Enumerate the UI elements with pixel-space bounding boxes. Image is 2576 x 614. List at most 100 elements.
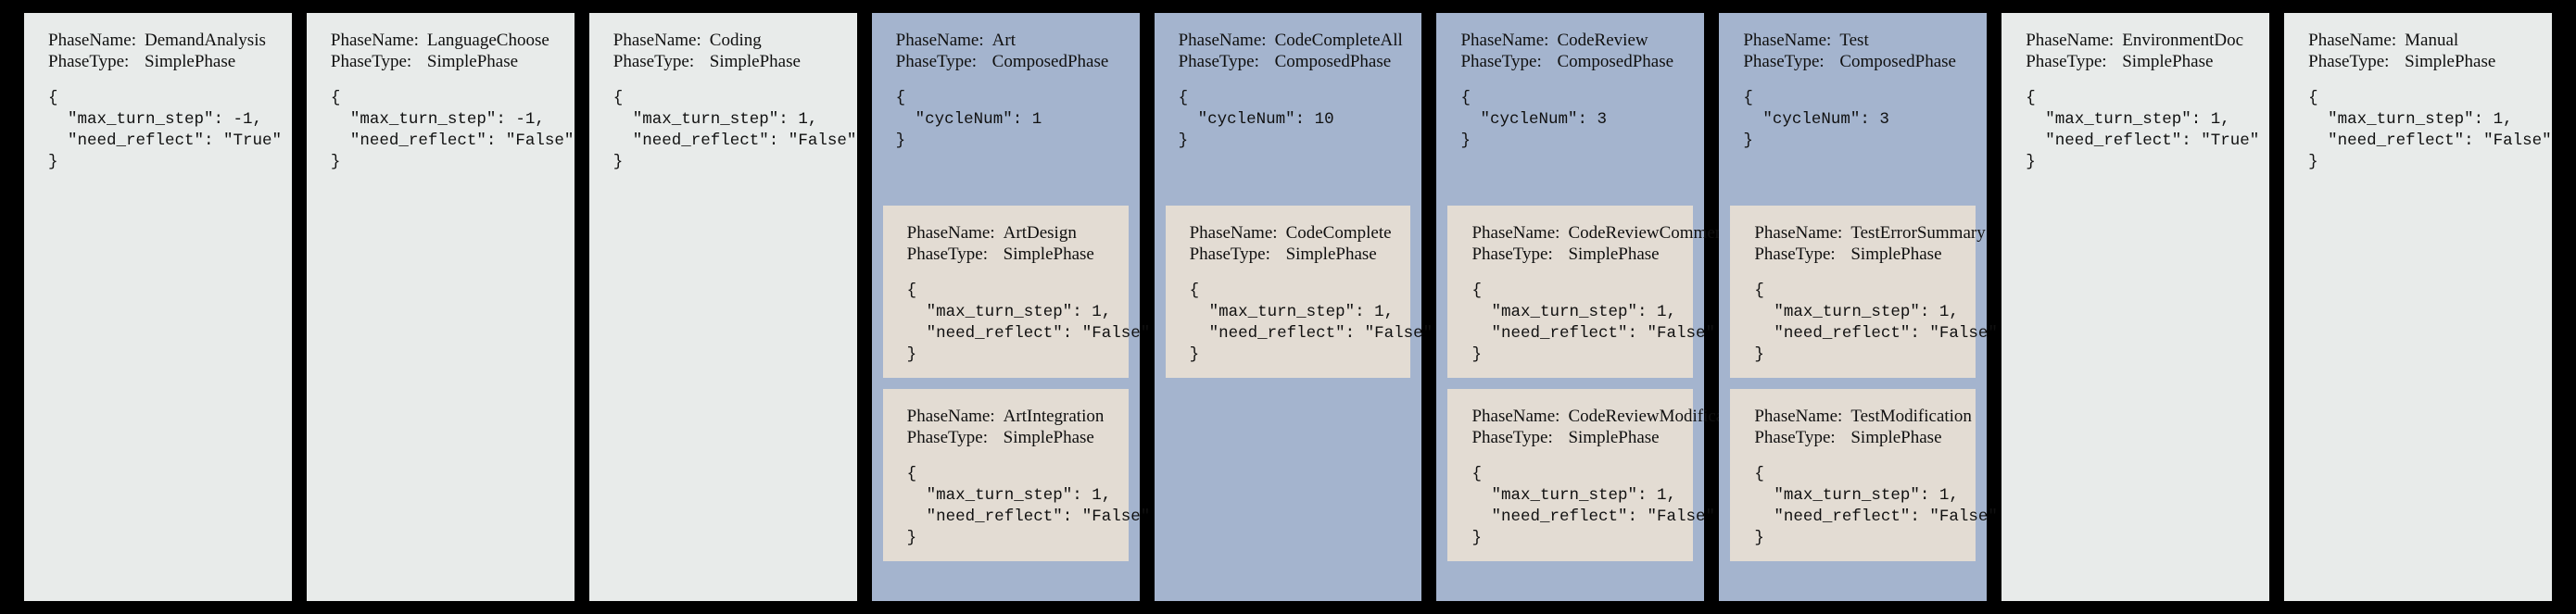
phase-type-value: ComposedPhase	[1839, 52, 1956, 71]
phase-type-label: PhaseType:	[612, 52, 695, 71]
phase-type-value: SimplePhase	[709, 52, 801, 71]
phase-type-row: PhaseType:ComposedPhase	[1179, 51, 1422, 72]
phase-config-json: { "cycleNum": 1 }	[895, 89, 1042, 150]
phase-name-row: PhaseName:TestModification	[1754, 406, 1976, 427]
phase-name-row: PhaseName:Manual	[2308, 30, 2552, 51]
phase-config-json: { "max_turn_step": 1, "need_reflect": "F…	[1754, 282, 1998, 364]
phase-name-label: PhaseName:	[1743, 31, 1832, 50]
phase-name-label: PhaseName:	[1178, 31, 1267, 50]
phase-type-value: SimplePhase	[145, 52, 236, 71]
column-filler	[307, 194, 575, 601]
sub-phase-separator	[872, 378, 1140, 389]
sub-phase-separator	[1436, 194, 1704, 206]
phase-type-label: PhaseType:	[1471, 428, 1553, 447]
phase-type-label: PhaseType:	[330, 52, 412, 71]
phase-name-label: PhaseName:	[1460, 31, 1549, 50]
column-filler	[872, 561, 1140, 601]
phase-type-value: SimplePhase	[2122, 52, 2214, 71]
phase-type-row: PhaseType:SimplePhase	[2308, 51, 2552, 72]
phase-type-row: PhaseType:SimplePhase	[907, 427, 1129, 448]
phase-type-label: PhaseType:	[2026, 52, 2107, 71]
phase-type-label: PhaseType:	[906, 428, 988, 447]
phase-type-row: PhaseType:SimplePhase	[331, 51, 575, 72]
phase-name-row: PhaseName: CodeReview	[1460, 30, 1704, 51]
phase-type-label: PhaseType:	[1471, 244, 1553, 264]
sub-phase-separator	[1719, 194, 1987, 206]
phase-type-label: PhaseType:	[1460, 52, 1542, 71]
phase-name-value: Test	[1839, 31, 1869, 50]
phase-type-value: ComposedPhase	[991, 52, 1109, 71]
phase-type-value: SimplePhase	[1003, 244, 1094, 264]
phase-name-row: PhaseName:ArtIntegration	[907, 406, 1129, 427]
phase-type-value: SimplePhase	[1850, 428, 1942, 447]
phase-name-label: PhaseName:	[48, 31, 136, 50]
phase-type-row: PhaseType: SimplePhase	[1754, 244, 1976, 265]
column-filler	[2001, 194, 2269, 601]
phase-name-row: PhaseName: EnvironmentDoc	[2026, 30, 2269, 51]
phase-type-row: PhaseType: SimplePhase	[613, 51, 857, 72]
phase-config-json: { "max_turn_step": 1, "need_reflect": "T…	[2026, 89, 2260, 171]
phase-config-json: { "max_turn_step": 1, "need_reflect": "F…	[906, 465, 1151, 547]
phase-name-value: CodeReview	[1557, 31, 1648, 50]
phase-name-value: EnvironmentDoc	[2122, 31, 2244, 50]
phase-type-label: PhaseType:	[906, 244, 988, 264]
phase-name-label: PhaseName:	[895, 31, 984, 50]
phase-name-row: PhaseName: TestErrorSummary	[1754, 222, 1985, 244]
phase-name-row: PhaseName: CodeCompleteAll	[1179, 30, 1422, 51]
phase-type-label: PhaseType:	[1754, 244, 1836, 264]
phase-type-label: PhaseType:	[1743, 52, 1825, 71]
phase-config-json: { "max_turn_step": 1, "need_reflect": "F…	[1754, 465, 1998, 547]
phase-type-label: PhaseType:	[1189, 244, 1270, 264]
phase-type-row: PhaseType:ComposedPhase	[1460, 51, 1704, 72]
phase-name-value: Coding	[709, 31, 762, 50]
phase-type-value: SimplePhase	[2405, 52, 2496, 71]
phase-type-label: PhaseType:	[48, 52, 130, 71]
phase-name-label: PhaseName:	[2026, 31, 2115, 50]
phase-name-label: PhaseName:	[1754, 223, 1843, 243]
phase-name-label: PhaseName:	[1189, 223, 1278, 243]
phase-name-value: CodeCompleteAll	[1274, 31, 1403, 50]
phase-name-value: TestModification	[1850, 407, 1972, 426]
phase-type-label: PhaseType:	[895, 52, 977, 71]
phase-name-label: PhaseName:	[1471, 223, 1560, 243]
phase-name-value: CodeComplete	[1285, 223, 1392, 243]
column-filler	[589, 194, 857, 601]
column-filler	[24, 194, 292, 601]
phase-type-row: PhaseType: ComposedPhase	[1743, 51, 1987, 72]
phase-name-label: PhaseName:	[330, 31, 419, 50]
column-filler	[1155, 378, 1422, 601]
phase-name-row: PhaseName:Coding	[613, 30, 857, 51]
phase-name-value: TestErrorSummary	[1850, 223, 1986, 243]
phase-type-value: SimplePhase	[1850, 244, 1942, 264]
phase-name-label: PhaseName:	[2308, 31, 2397, 50]
sub-phase-separator	[872, 194, 1140, 206]
phase-name-row: PhaseName:CodeReviewComment	[1471, 222, 1728, 244]
phase-config-json: { "max_turn_step": -1, "need_reflect": "…	[48, 89, 283, 171]
